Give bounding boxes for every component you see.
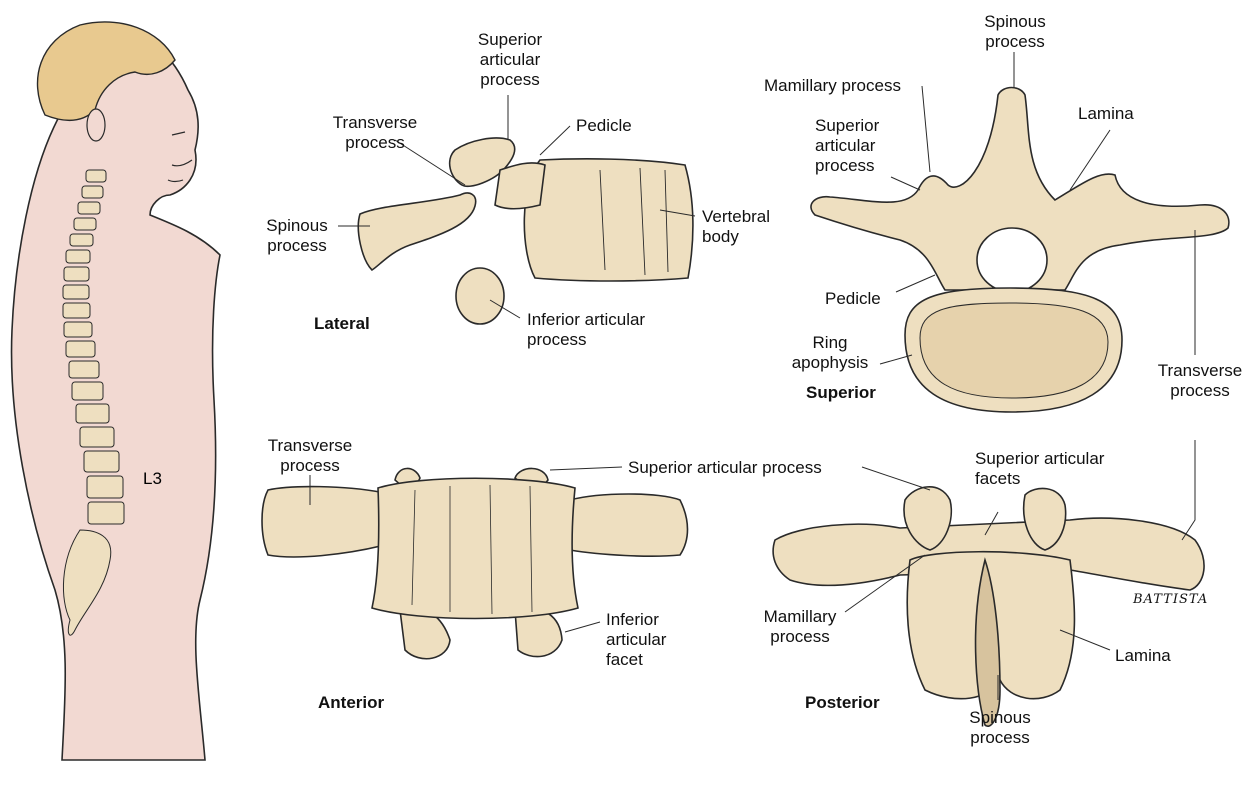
label-superior-lamina: Lamina [1078, 104, 1134, 124]
label-superior-superior-articular: Superior articular process [815, 116, 879, 176]
lateral-pedicle [495, 163, 545, 209]
level-label: L3 [143, 469, 162, 488]
view-title-superior: Superior [806, 383, 876, 403]
label-anterior-inferior-facet: Inferior articular facet [606, 610, 666, 670]
label-superior-mamillary: Mamillary process [764, 76, 901, 96]
lateral-spinous-process [358, 193, 475, 270]
label-superior-spinous: Spinous process [975, 12, 1055, 52]
label-posterior-spinous: Spinous process [955, 708, 1045, 748]
human-figure: L3 [12, 22, 220, 760]
label-superior-ring-apophysis: Ring apophysis [775, 333, 885, 373]
label-lateral-pedicle: Pedicle [576, 116, 632, 136]
label-lateral-spinous: Spinous process [247, 216, 347, 256]
label-superior-transverse: Transverse process [1145, 361, 1255, 401]
label-lateral-vertebral-body: Vertebral body [702, 207, 770, 247]
label-lateral-superior-articular: Superior articular process [464, 30, 556, 90]
lateral-vertebra [358, 138, 693, 324]
anterior-left-transverse-process [262, 487, 385, 557]
label-lateral-inferior-articular: Inferior articular process [527, 310, 645, 350]
artist-signature: BATTISTA [1133, 590, 1208, 610]
ear [87, 109, 105, 141]
ring-apophysis [920, 303, 1108, 398]
lateral-inferior-articular-process [456, 268, 504, 324]
view-title-posterior: Posterior [805, 693, 880, 713]
anterior-vertebral-body [372, 478, 578, 618]
anterior-right-transverse-process [570, 494, 688, 556]
label-lateral-transverse: Transverse process [315, 113, 435, 153]
label-posterior-lamina: Lamina [1115, 646, 1171, 666]
label-shared-superior-articular: Superior articular process [628, 458, 822, 478]
label-superior-pedicle: Pedicle [825, 289, 881, 309]
label-posterior-mamillary: Mamillary process [750, 607, 850, 647]
vertebral-foramen [977, 228, 1047, 292]
label-anterior-transverse: Transverse process [260, 436, 360, 476]
view-title-anterior: Anterior [318, 693, 384, 713]
view-title-lateral: Lateral [314, 314, 370, 334]
label-posterior-superior-facets: Superior articular facets [975, 449, 1104, 489]
